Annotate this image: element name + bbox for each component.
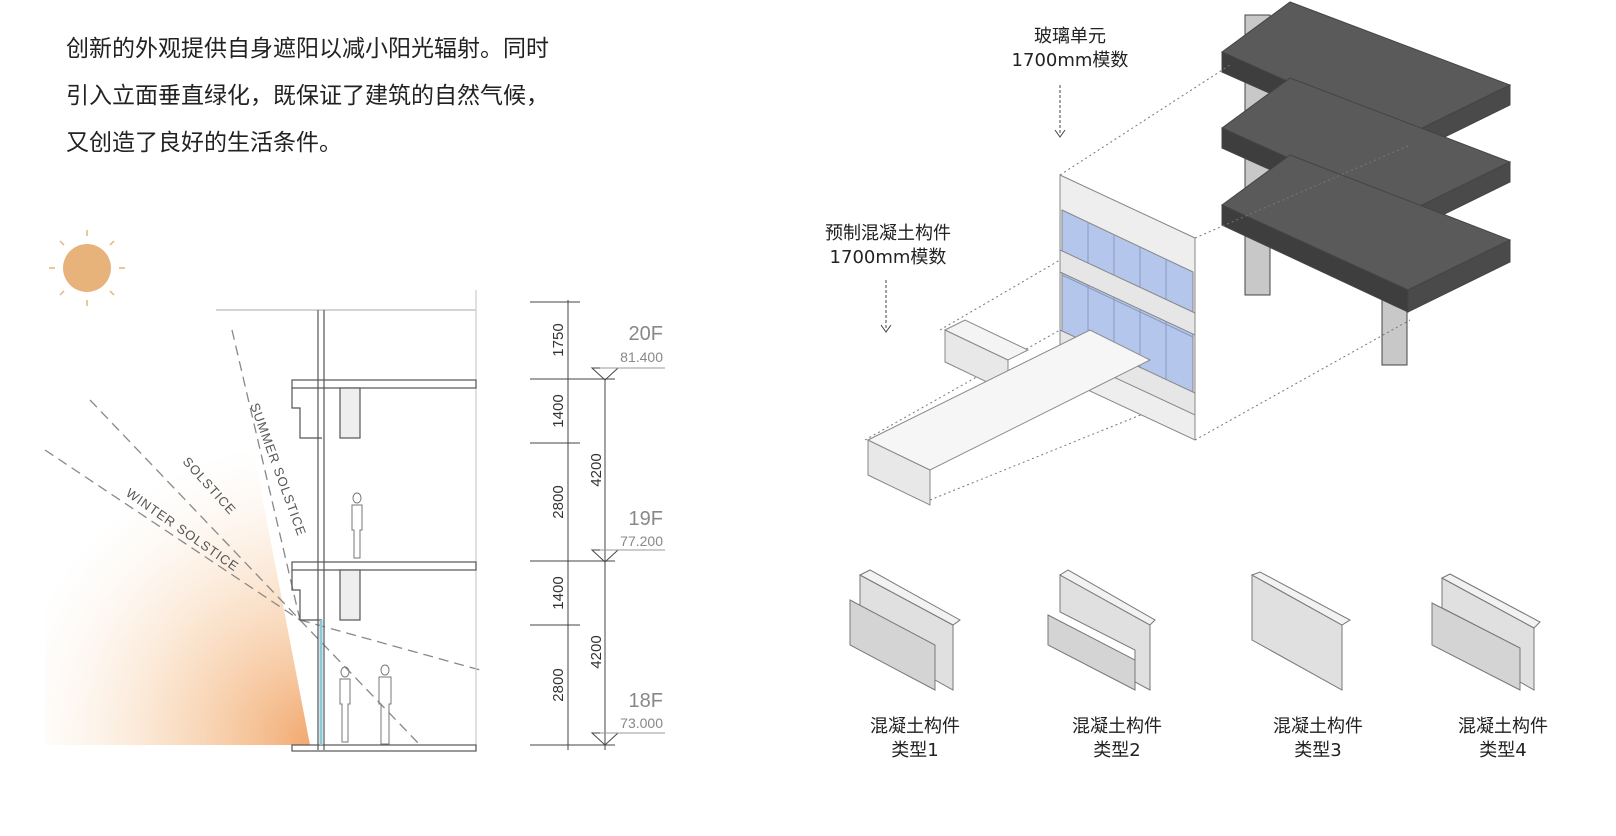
sun-angle-lines	[44, 329, 481, 746]
type-label: 混凝土构件	[1458, 716, 1548, 737]
dim-label: 1400	[550, 394, 567, 427]
dim-label: 4200	[588, 453, 605, 486]
arrow-down-icon	[1054, 85, 1066, 138]
level-markers: 20F 81.400 19F 77.200 18F 73.000	[620, 323, 663, 731]
svg-text:73.000: 73.000	[620, 715, 663, 731]
svg-text:81.400: 81.400	[620, 349, 663, 365]
arrow-down-icon	[880, 280, 892, 333]
dim-label: 1400	[550, 576, 567, 609]
structure-frame	[1221, 1, 1512, 366]
type-name: 类型4	[1479, 740, 1526, 761]
human-figures	[339, 492, 392, 745]
svg-text:20F: 20F	[629, 323, 663, 345]
component-type-4	[1431, 573, 1541, 691]
svg-text:77.200: 77.200	[620, 533, 663, 549]
type-name: 类型1	[891, 740, 938, 761]
component-type-1	[849, 569, 961, 691]
type-name: 类型3	[1294, 740, 1341, 761]
dim-label: 2800	[550, 668, 567, 701]
sun-icon	[49, 230, 125, 306]
intro-line: 创新的外观提供自身遮阳以减小阳光辐射。同时	[66, 36, 549, 62]
type-label: 混凝土构件	[870, 716, 960, 737]
intro-line: 又创造了良好的生活条件。	[66, 130, 342, 156]
dim-label: 4200	[588, 635, 605, 668]
facade-unit	[1059, 174, 1196, 441]
projection-lines	[864, 64, 1411, 501]
glass-unit-module: 1700mm模数	[1012, 50, 1129, 71]
glass-unit-label: 玻璃单元	[1034, 26, 1106, 47]
wall-section	[216, 290, 477, 752]
component-type-2	[1047, 569, 1156, 691]
sunlight-fan	[45, 330, 310, 745]
component-type-3	[1250, 571, 1351, 691]
intro-line: 引入立面垂直绿化，既保证了建筑的自然气候，	[66, 83, 549, 109]
intro-text: 创新的外观提供自身遮阳以减小阳光辐射。同时 引入立面垂直绿化，既保证了建筑的自然…	[66, 26, 549, 167]
type-name: 类型2	[1093, 740, 1140, 761]
precast-module: 1700mm模数	[830, 247, 947, 268]
precast-label: 预制混凝土构件	[825, 223, 951, 244]
svg-text:19F: 19F	[629, 508, 663, 530]
dim-label: 1750	[550, 323, 567, 356]
svg-text:18F: 18F	[629, 690, 663, 712]
type-label: 混凝土构件	[1273, 716, 1363, 737]
dimension-lines	[530, 300, 665, 750]
precast-element-long	[866, 329, 1152, 506]
type-label: 混凝土构件	[1072, 716, 1162, 737]
floor-slab	[1221, 154, 1512, 313]
dim-label: 2800	[550, 485, 567, 518]
